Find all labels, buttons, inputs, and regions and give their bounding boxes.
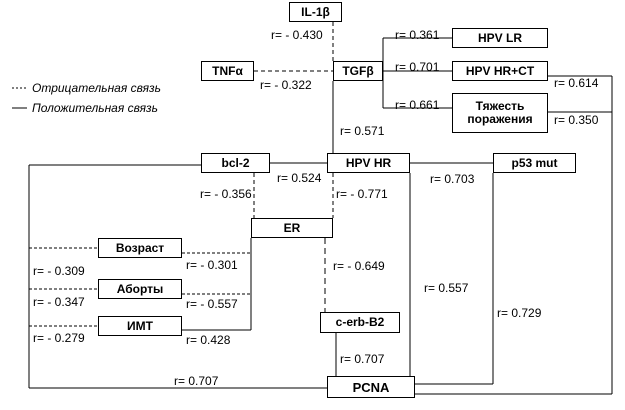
- r-abort-left: r= - 0.347: [33, 295, 85, 309]
- r-il1b-tgfb: r= - 0.430: [271, 28, 323, 42]
- r-bmi-left: r= - 0.279: [33, 331, 85, 345]
- box-hpv-lr: HPV LR: [452, 28, 548, 48]
- box-il1b: IL-1β: [289, 2, 342, 22]
- r-er-cerbb2: r= - 0.649: [333, 259, 385, 273]
- legend-negative: Отрицательная связь: [32, 81, 161, 95]
- r-tgfb-severity: r= 0.661: [395, 98, 440, 112]
- box-pcna: PCNA: [327, 376, 415, 398]
- box-hpv-hr-ct: HPV HR+CT: [452, 61, 548, 81]
- r-hpvhrct-pcna: r= 0.614: [554, 76, 599, 90]
- r-p53-pcna: r= 0.729: [497, 306, 542, 320]
- r-tgfb-hpvhrct: r= 0.701: [395, 60, 440, 74]
- r-severity-pcna: r= 0.350: [554, 113, 599, 127]
- r-tnfa-tgfb: r= - 0.322: [260, 78, 312, 92]
- r-cerbb2-pcna: r= 0.707: [340, 352, 385, 366]
- box-cerbb2: c-erb-B2: [320, 312, 400, 333]
- r-hpvhr-er: r= - 0.771: [336, 187, 388, 201]
- r-bmi-er: r= 0.428: [186, 333, 231, 347]
- r-hpvhr-bcl2: r= 0.524: [277, 171, 322, 185]
- box-er: ER: [251, 218, 333, 238]
- box-bcl2: bcl-2: [201, 153, 270, 173]
- legend-positive: Положительная связь: [32, 101, 158, 115]
- box-severity: Тяжесть поражения: [452, 93, 548, 133]
- r-age-left: r= - 0.309: [33, 264, 85, 278]
- r-bcl2-er: r= - 0.356: [200, 187, 252, 201]
- box-tnfa: TNFα: [201, 61, 254, 81]
- r-hpvhr-p53: r= 0.703: [430, 172, 475, 186]
- r-age-er: r= - 0.301: [186, 258, 238, 272]
- r-tgfb-hpvhr: r= 0.571: [340, 124, 385, 138]
- box-age: Возраст: [98, 238, 182, 258]
- r-bcl2-pcna: r= 0.707: [174, 374, 219, 388]
- box-p53: p53 mut: [493, 153, 576, 173]
- r-abort-er: r= - 0.557: [186, 297, 238, 311]
- r-hpvhr-pcna: r= 0.557: [424, 281, 469, 295]
- box-hpv-hr: HPV HR: [327, 153, 410, 173]
- box-bmi: ИМТ: [98, 316, 182, 336]
- box-tgfb: TGFβ: [333, 61, 383, 81]
- box-abortions: Аборты: [98, 279, 182, 299]
- r-tgfb-hpvlr: r= 0.361: [395, 28, 440, 42]
